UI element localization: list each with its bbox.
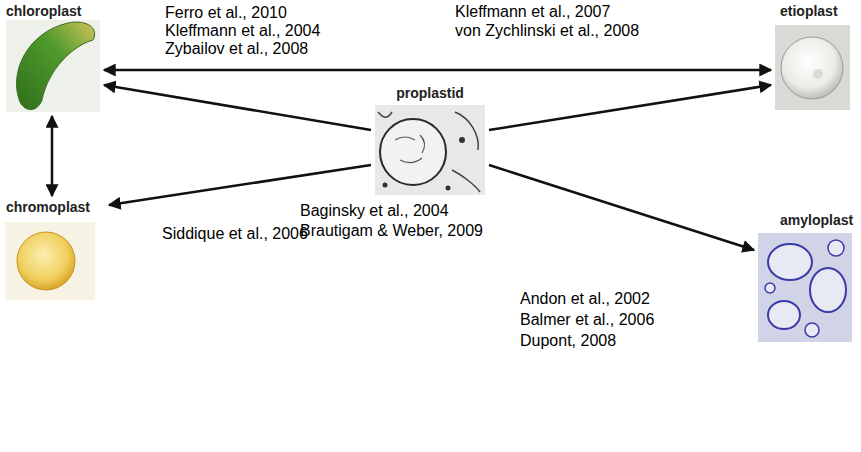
plastid-node: chloroplast bbox=[4, 2, 102, 114]
citation: Baginsky et al., 2004 bbox=[300, 201, 449, 220]
citation: Andon et al., 2002 bbox=[520, 289, 650, 308]
chromoplast-picture bbox=[5, 222, 95, 300]
etioplast-picture bbox=[775, 25, 850, 110]
chloroplast-body bbox=[17, 22, 95, 110]
citation: Balmer et al., 2006 bbox=[520, 310, 654, 329]
membrane-detail bbox=[395, 135, 425, 163]
amyloplast-picture bbox=[758, 233, 852, 342]
starch-grain bbox=[765, 283, 775, 293]
cell-detail bbox=[378, 112, 480, 192]
development-arrow bbox=[104, 69, 771, 72]
plastid-name: proplastid bbox=[373, 84, 487, 102]
citation: Siddique et al., 2006 bbox=[162, 224, 308, 243]
proplastid-body bbox=[380, 119, 446, 185]
picture-ground bbox=[375, 105, 485, 195]
plastid-name: amyloplast bbox=[780, 211, 860, 229]
development-arrow bbox=[51, 116, 54, 196]
development-arrow bbox=[489, 165, 754, 250]
starch-grain bbox=[768, 301, 800, 329]
cell-detail bbox=[446, 186, 451, 191]
citation: Kleffmann et al., 2007 bbox=[455, 2, 610, 21]
plastid-node: amyloplast bbox=[756, 211, 860, 344]
cell-detail bbox=[459, 137, 465, 143]
citation: Ferro et al., 2010 bbox=[165, 3, 287, 22]
picture-ground bbox=[6, 20, 100, 112]
development-arrow bbox=[109, 165, 371, 205]
citation: Zybailov et al., 2008 bbox=[165, 39, 308, 58]
picture-ground bbox=[5, 222, 95, 300]
proplastid-picture bbox=[375, 105, 485, 195]
citation: von Zychlinski et al., 2008 bbox=[455, 21, 639, 40]
plastid-name: chromoplast bbox=[6, 198, 107, 216]
citation: Kleffmann et al., 2004 bbox=[165, 21, 320, 40]
development-arrow bbox=[104, 85, 371, 130]
cell-detail bbox=[383, 183, 388, 188]
starch-grain bbox=[828, 240, 844, 256]
picture-ground bbox=[758, 233, 852, 342]
picture-ground bbox=[775, 25, 850, 110]
plastid-name: etioplast bbox=[780, 2, 853, 20]
plastid-node: etioplast bbox=[773, 2, 853, 112]
development-arrow bbox=[489, 85, 771, 130]
starch-grain bbox=[768, 244, 812, 280]
etioplast-body bbox=[781, 37, 843, 99]
plastid-name: chloroplast bbox=[6, 2, 102, 20]
chromoplast-body bbox=[17, 232, 75, 290]
citation: Brautigam & Weber, 2009 bbox=[300, 221, 483, 240]
plastid-node: chromoplast bbox=[4, 198, 107, 302]
chloroplast-picture bbox=[6, 20, 100, 112]
prolamellar-body bbox=[813, 69, 823, 79]
starch-grain bbox=[805, 323, 819, 337]
plastid-node: proplastid bbox=[373, 84, 487, 197]
citation: Dupont, 2008 bbox=[520, 331, 616, 350]
starch-grain bbox=[810, 268, 846, 312]
